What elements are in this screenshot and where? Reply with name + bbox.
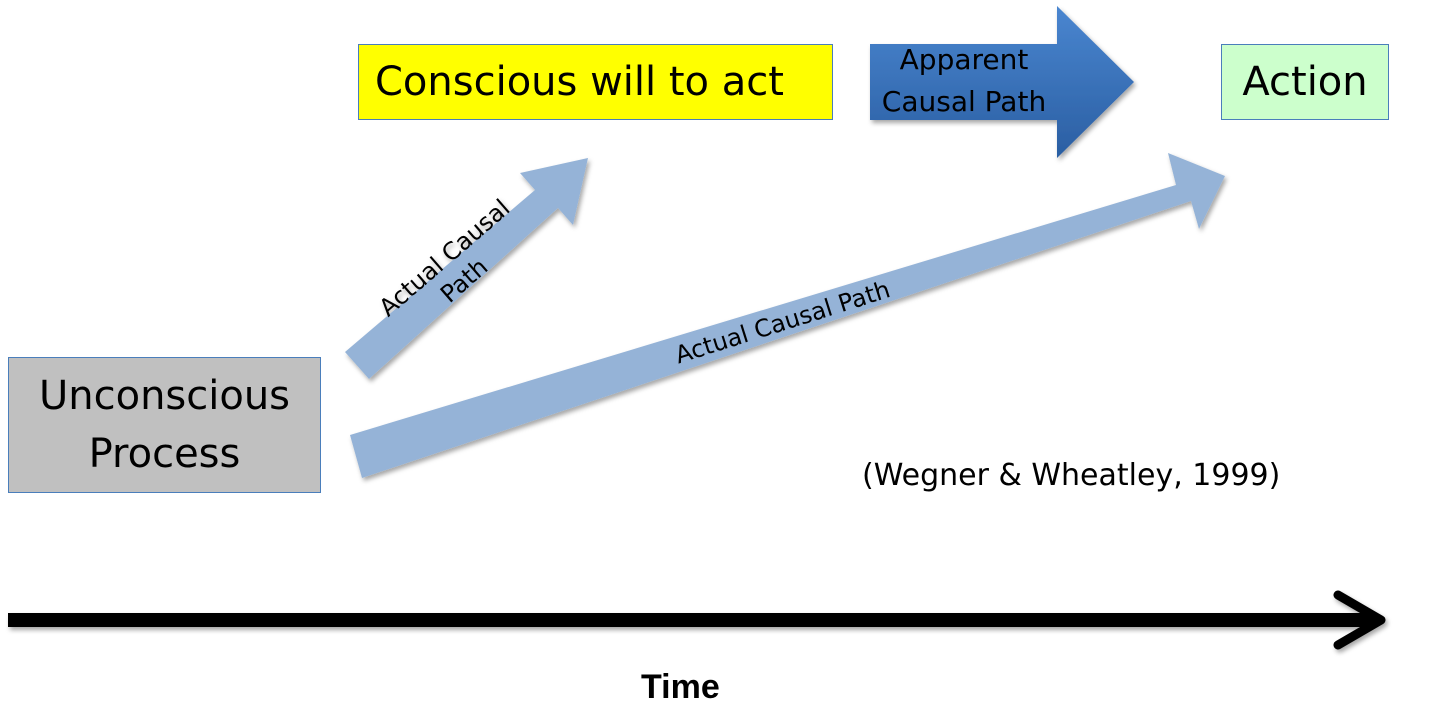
time-axis-arrow: [8, 590, 1386, 650]
unconscious-label-line2: Process: [88, 431, 241, 477]
time-axis-arrowhead: [1333, 590, 1386, 650]
time-axis-line: [8, 613, 1372, 627]
conscious-will-label: Conscious will to act: [375, 59, 784, 105]
apparent-arrow-label-line2: Causal Path: [882, 85, 1046, 118]
conscious-will-node: Conscious will to act: [358, 44, 833, 120]
citation: (Wegner & Wheatley, 1999): [862, 458, 1281, 493]
apparent-arrow-shape: [870, 6, 1134, 158]
unconscious-process-node: Unconscious Process: [8, 357, 321, 493]
apparent-causal-path-arrow: Apparent Causal Path: [870, 6, 1134, 158]
actual-causal-path-arrow-long: Actual Causal Path: [350, 153, 1225, 478]
action-node: Action: [1221, 44, 1389, 120]
short-arrow-shape: [345, 158, 588, 379]
unconscious-label-line1: Unconscious: [38, 373, 291, 419]
long-arrow-label: Actual Causal Path: [672, 275, 894, 369]
time-axis-label: Time: [641, 668, 720, 706]
action-label: Action: [1242, 59, 1368, 105]
apparent-arrow-label-line1: Apparent: [900, 43, 1029, 76]
long-arrow-shape: [350, 153, 1225, 478]
actual-causal-path-arrow-short: Actual Causal Path: [345, 158, 588, 379]
